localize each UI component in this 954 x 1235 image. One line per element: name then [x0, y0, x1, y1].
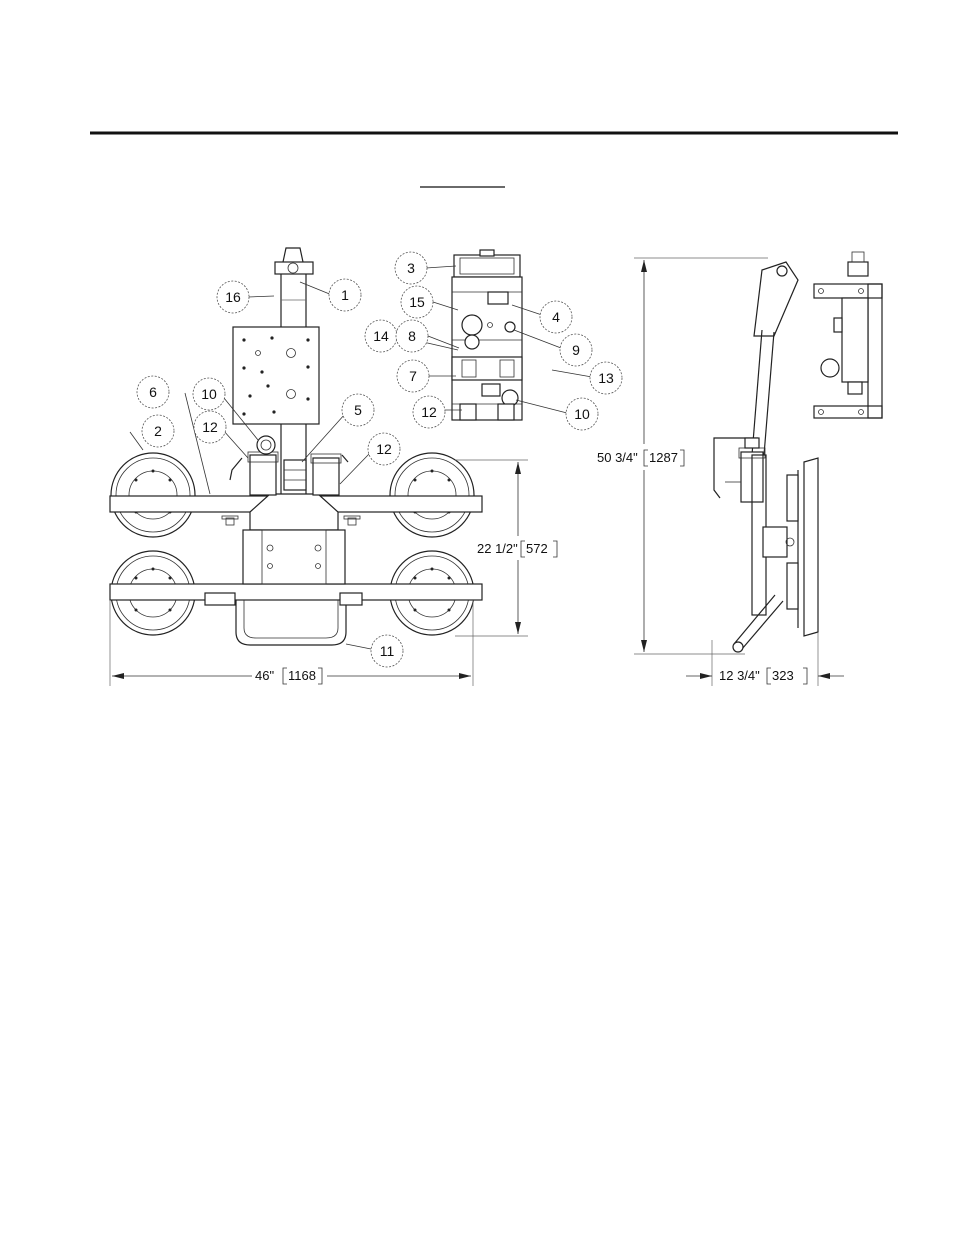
callout-13: 13 [590, 362, 622, 394]
pad-span-imperial-label: 22 1/2" [477, 541, 518, 556]
svg-text:1: 1 [341, 287, 349, 303]
callout-7: 7 [397, 360, 429, 392]
control-detail-view [452, 250, 522, 420]
svg-text:15: 15 [409, 294, 425, 310]
callout-15: 15 [401, 286, 433, 318]
height-imperial-label: 50 3/4" [597, 450, 638, 465]
svg-text:3: 3 [407, 260, 415, 276]
callout-10-front: 10 [193, 378, 225, 410]
pad-span-metric-label: 572 [526, 541, 548, 556]
callout-10-detail: 10 [566, 398, 598, 430]
width-imperial-label: 46" [255, 668, 274, 683]
height-metric-label: 1287 [649, 450, 678, 465]
callout-12-detail: 12 [413, 396, 445, 428]
callout-8: 8 [396, 320, 428, 352]
svg-text:13: 13 [598, 370, 614, 386]
callout-11: 11 [371, 635, 403, 667]
svg-text:9: 9 [572, 342, 580, 358]
depth-imperial-label: 12 3/4" [719, 668, 760, 683]
callout-12-front-left: 12 [194, 411, 226, 443]
callout-12-front-right: 12 [368, 433, 400, 465]
right-detail-view [814, 252, 882, 418]
svg-text:2: 2 [154, 423, 162, 439]
vacuum-pad-top-left [111, 453, 195, 537]
callout-3: 3 [395, 252, 427, 284]
width-metric-label: 1168 [288, 668, 316, 683]
callout-16: 16 [217, 281, 249, 313]
svg-text:10: 10 [574, 406, 590, 422]
svg-text:5: 5 [354, 402, 362, 418]
depth-metric-label: 323 [772, 668, 794, 683]
svg-text:12: 12 [202, 419, 218, 435]
svg-text:12: 12 [376, 441, 392, 457]
svg-text:4: 4 [552, 309, 560, 325]
svg-text:12: 12 [421, 404, 437, 420]
dimension-overall-depth: 12 3/4" 323 [686, 632, 844, 686]
svg-text:14: 14 [373, 328, 389, 344]
svg-text:6: 6 [149, 384, 157, 400]
side-view [714, 262, 818, 652]
callout-14: 14 [365, 320, 397, 352]
callout-5: 5 [342, 394, 374, 426]
svg-text:10: 10 [201, 386, 217, 402]
svg-text:8: 8 [408, 328, 416, 344]
svg-text:16: 16 [225, 289, 241, 305]
vacuum-pad-top-right [390, 453, 474, 537]
callout-2: 2 [142, 415, 174, 447]
svg-text:7: 7 [409, 368, 417, 384]
callout-4: 4 [540, 301, 572, 333]
callout-9: 9 [560, 334, 592, 366]
callout-1: 1 [329, 279, 361, 311]
callout-6: 6 [137, 376, 169, 408]
svg-text:11: 11 [380, 643, 395, 659]
